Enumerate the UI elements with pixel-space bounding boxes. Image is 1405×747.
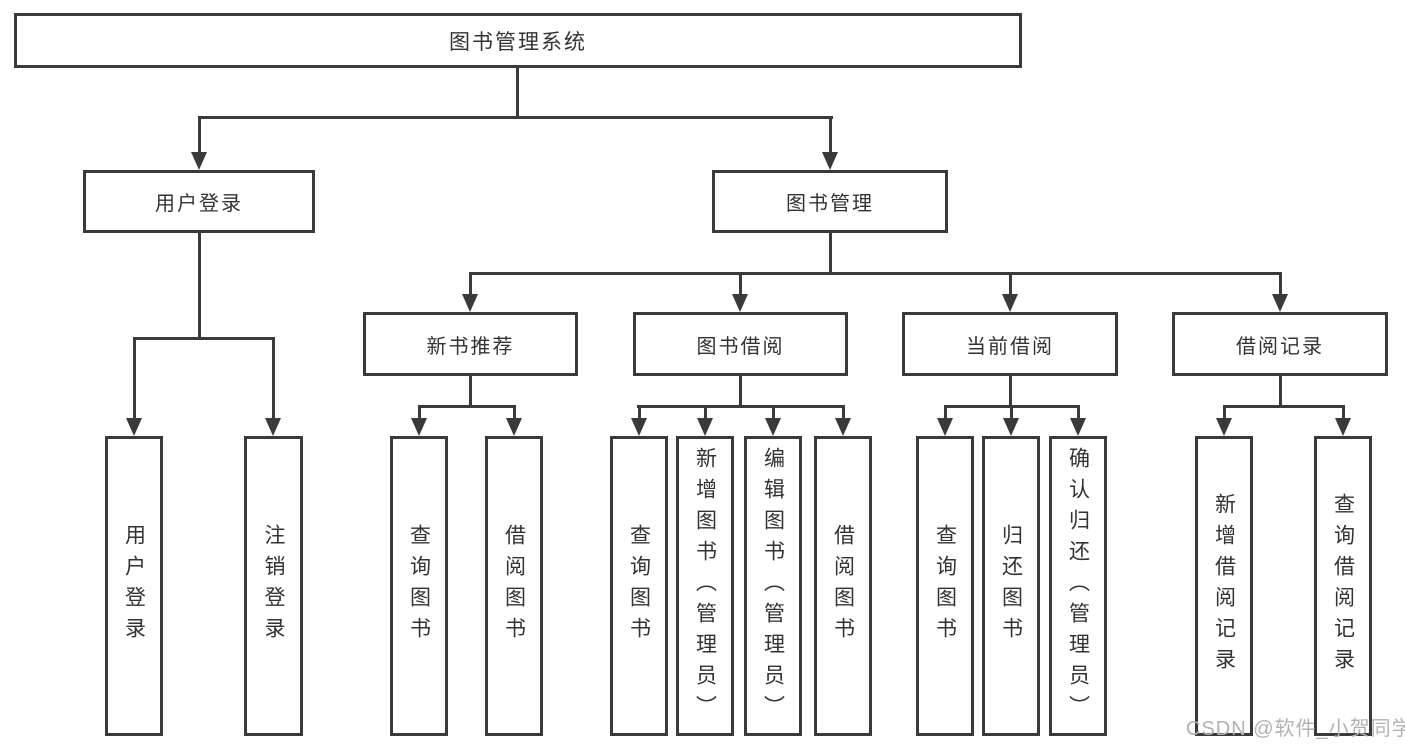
leaf-nbr-borrow-books: 借阅图书: [485, 436, 543, 736]
connector-user-login-hline: [133, 337, 275, 340]
node-user-login: 用户登录: [83, 170, 315, 233]
arrowhead-leaf-login-icon: [126, 418, 142, 436]
leaf-cb-query-books: 查询图书: [916, 436, 974, 736]
connector-user-login-stem: [198, 233, 201, 339]
leaf-logout-label: 注销登录: [262, 524, 285, 648]
leaf-cb-return-books-label: 归还图书: [999, 524, 1023, 648]
connector-br-stem: [1279, 376, 1282, 407]
connector-book-mgmt-shaft: [829, 116, 832, 154]
node-book-management-label: 图书管理: [786, 193, 874, 215]
leaf-user-login: 用户登录: [105, 436, 163, 736]
connector-bb-shaft: [739, 272, 742, 296]
leaf-bb-query-books-label: 查询图书: [627, 524, 651, 648]
connector-leaf-logout-shaft: [272, 337, 275, 420]
arrowhead-bb-leaf2-icon: [697, 418, 713, 436]
leaf-cb-confirm-return-admin: 确认归还（管理员）: [1049, 436, 1107, 736]
node-book-borrowing-label: 图书借阅: [696, 335, 785, 358]
connector-bb-stem: [739, 376, 742, 407]
connector-cb-leaf2-shaft: [1010, 405, 1013, 420]
leaf-nbr-query-books: 查询图书: [390, 436, 448, 736]
leaf-br-add-record-label: 新增借阅记录: [1212, 493, 1236, 679]
node-new-book-recommend: 新书推荐: [363, 312, 578, 376]
connector-cb-leaf3-shaft: [1077, 405, 1080, 420]
node-current-borrowing: 当前借阅: [902, 312, 1118, 376]
leaf-cb-return-books: 归还图书: [982, 436, 1040, 736]
connector-cb-leaf1-shaft: [944, 405, 947, 420]
leaf-br-query-record-label: 查询借阅记录: [1331, 493, 1355, 679]
arrowhead-cb-leaf3-icon: [1070, 418, 1086, 436]
arrowhead-nbr-leaf1-icon: [411, 418, 427, 436]
leaf-cb-confirm-return-admin-label: 确认归还（管理员）: [1066, 446, 1090, 726]
arrowhead-cb-icon: [1002, 294, 1018, 312]
leaf-bb-edit-books-admin: 编辑图书（管理员）: [744, 436, 802, 736]
leaf-nbr-query-books-label: 查询图书: [407, 524, 431, 648]
leaf-bb-add-books-admin-label: 新增图书（管理员）: [693, 446, 717, 726]
connector-bb-leaf2-shaft: [704, 405, 707, 420]
connector-level2-hline: [198, 116, 833, 119]
connector-user-login-shaft: [198, 116, 201, 154]
leaf-bb-query-books: 查询图书: [610, 436, 668, 736]
arrowhead-cb-leaf1-icon: [937, 418, 953, 436]
arrowhead-leaf-logout-icon: [265, 418, 281, 436]
connector-leaf-login-shaft: [133, 337, 136, 420]
node-root-label: 图书管理系统: [449, 30, 587, 54]
leaf-br-add-record: 新增借阅记录: [1195, 436, 1253, 736]
node-root: 图书管理系统: [14, 13, 1022, 68]
leaf-bb-edit-books-admin-label: 编辑图书（管理员）: [761, 446, 785, 726]
node-book-management: 图书管理: [712, 170, 948, 233]
connector-bb-leaf1-shaft: [638, 405, 641, 420]
node-user-login-label: 用户登录: [155, 193, 243, 215]
node-borrowing-records: 借阅记录: [1172, 312, 1388, 376]
arrowhead-bb-icon: [732, 294, 748, 312]
connector-br-hline: [1223, 405, 1345, 408]
node-current-borrowing-label: 当前借阅: [966, 335, 1054, 358]
leaf-logout: 注销登录: [244, 436, 303, 736]
connector-bb-leaf3-shaft: [772, 405, 775, 420]
arrowhead-br-leaf2-icon: [1335, 418, 1351, 436]
connector-root-stem: [516, 68, 519, 116]
arrowhead-book-mgmt-icon: [822, 152, 838, 170]
watermark-text: CSDN @软件_小贺同学: [1186, 718, 1405, 740]
arrowhead-cb-leaf2-icon: [1003, 418, 1019, 436]
leaf-bb-borrow-books-label: 借阅图书: [831, 524, 855, 648]
leaf-bb-add-books-admin: 新增图书（管理员）: [676, 436, 734, 736]
arrowhead-br-leaf1-icon: [1216, 418, 1232, 436]
arrowhead-bb-leaf3-icon: [765, 418, 781, 436]
node-book-borrowing: 图书借阅: [633, 312, 848, 376]
node-borrowing-records-label: 借阅记录: [1236, 335, 1324, 358]
connector-nbr-leaf1-shaft: [418, 405, 421, 420]
connector-br-leaf1-shaft: [1223, 405, 1226, 420]
connector-cb-stem: [1009, 376, 1012, 407]
connector-nbr-hline: [418, 405, 516, 408]
arrowhead-nbr-icon: [462, 294, 478, 312]
leaf-cb-query-books-label: 查询图书: [933, 524, 957, 648]
leaf-bb-borrow-books: 借阅图书: [814, 436, 872, 736]
arrowhead-nbr-leaf2-icon: [506, 418, 522, 436]
arrowhead-user-login-icon: [191, 152, 207, 170]
connector-cb-shaft: [1009, 272, 1012, 296]
arrowhead-bb-leaf4-icon: [835, 418, 851, 436]
node-new-book-recommend-label: 新书推荐: [426, 335, 515, 358]
connector-bb-hline: [637, 405, 844, 408]
arrowhead-bb-leaf1-icon: [631, 418, 647, 436]
connector-bb-leaf4-shaft: [842, 405, 845, 420]
connector-nbr-leaf2-shaft: [513, 405, 516, 420]
connector-nbr-stem: [469, 376, 472, 407]
arrowhead-br-icon: [1272, 294, 1288, 312]
connector-book-mgmt-stem: [829, 233, 832, 274]
leaf-br-query-record: 查询借阅记录: [1314, 436, 1372, 736]
connector-level3-hline: [469, 272, 1282, 275]
leaf-user-login-label: 用户登录: [122, 524, 146, 648]
connector-br-leaf2-shaft: [1342, 405, 1345, 420]
connector-nbr-shaft: [469, 272, 472, 296]
leaf-nbr-borrow-books-label: 借阅图书: [502, 524, 526, 648]
connector-br-shaft: [1279, 272, 1282, 296]
